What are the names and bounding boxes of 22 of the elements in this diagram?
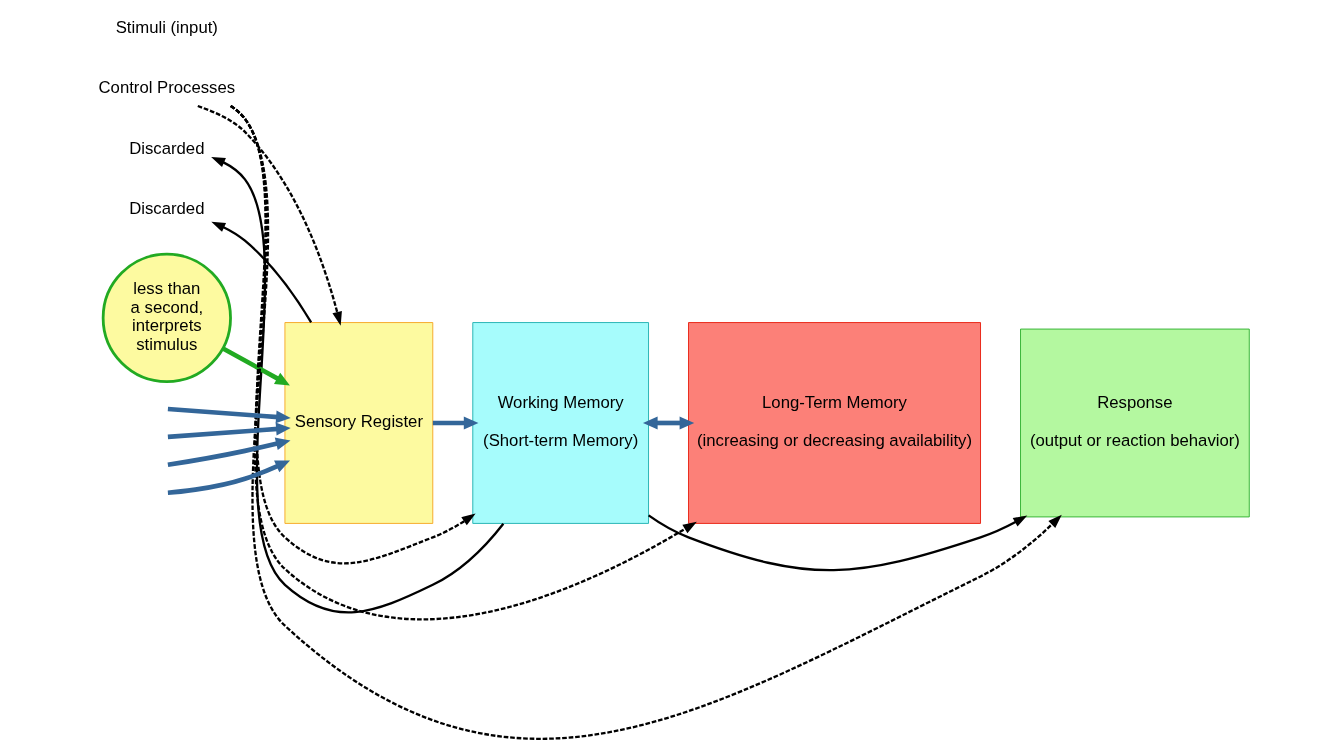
arrow	[230, 105, 1062, 740]
arrow	[167, 437, 291, 468]
node-box: Response (output or reaction behavior)	[1020, 328, 1250, 518]
node-circle: less than a second, interprets stimulus	[101, 252, 232, 383]
arrow	[642, 416, 695, 430]
arrow	[167, 406, 291, 424]
arrow	[167, 422, 291, 440]
arrow	[167, 460, 290, 496]
label: Stimuli (input)	[115, 17, 218, 37]
arrow	[221, 346, 290, 386]
arrow	[647, 514, 1028, 572]
arrow	[211, 221, 313, 324]
arrow	[432, 416, 479, 430]
node-text: Control Processes	[98, 78, 236, 98]
arrow	[197, 104, 342, 326]
node-text: Discarded	[129, 138, 205, 158]
node-text: Discarded	[129, 199, 205, 219]
arrow	[211, 156, 505, 614]
arrow	[230, 105, 697, 621]
node-box: Sensory Register	[284, 322, 434, 524]
node-box: Long-Term Memory (increasing or decreasing availability)	[688, 322, 981, 524]
node-box: Working Memory (Short-term Memory)	[472, 322, 649, 524]
